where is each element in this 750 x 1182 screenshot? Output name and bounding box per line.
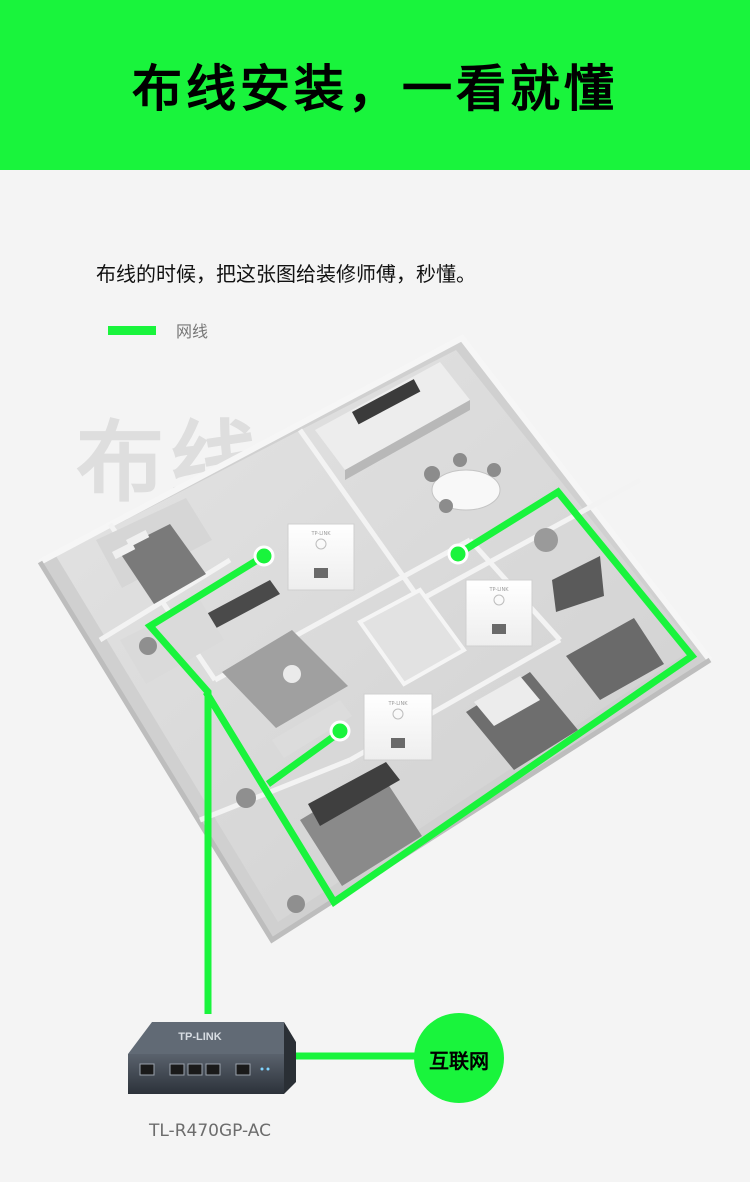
router-model-caption: TL-R470GP-AC	[149, 1121, 271, 1141]
internet-node	[414, 1013, 504, 1103]
wall-panel-ap-2: TP-LINK	[465, 579, 533, 647]
router-device: TP-LINK	[128, 1022, 296, 1094]
header-banner: 布线安装，一看就懂	[0, 0, 750, 170]
cable-legend-label: 网线	[176, 322, 209, 341]
legend: 网线	[108, 318, 208, 342]
house-model	[37, 334, 713, 944]
intro-text: 布线的时候，把这张图给装修师傅，秒懂。	[96, 262, 476, 286]
wall-panel-ap-3: TP-LINK	[363, 693, 433, 761]
internet-label: 互联网	[429, 1049, 489, 1073]
cable-endpoints	[253, 543, 469, 742]
page-title: 布线安装，一看就懂	[132, 60, 618, 118]
wall-panel-ap-1: TP-LINK	[287, 523, 355, 591]
router-brand: TP-LINK	[178, 1031, 221, 1043]
panel-3-brand: TP-LINK	[387, 701, 408, 707]
panel-2-brand: TP-LINK	[488, 587, 509, 593]
cable-legend-swatch	[108, 325, 156, 335]
panel-1-brand: TP-LINK	[310, 531, 331, 537]
